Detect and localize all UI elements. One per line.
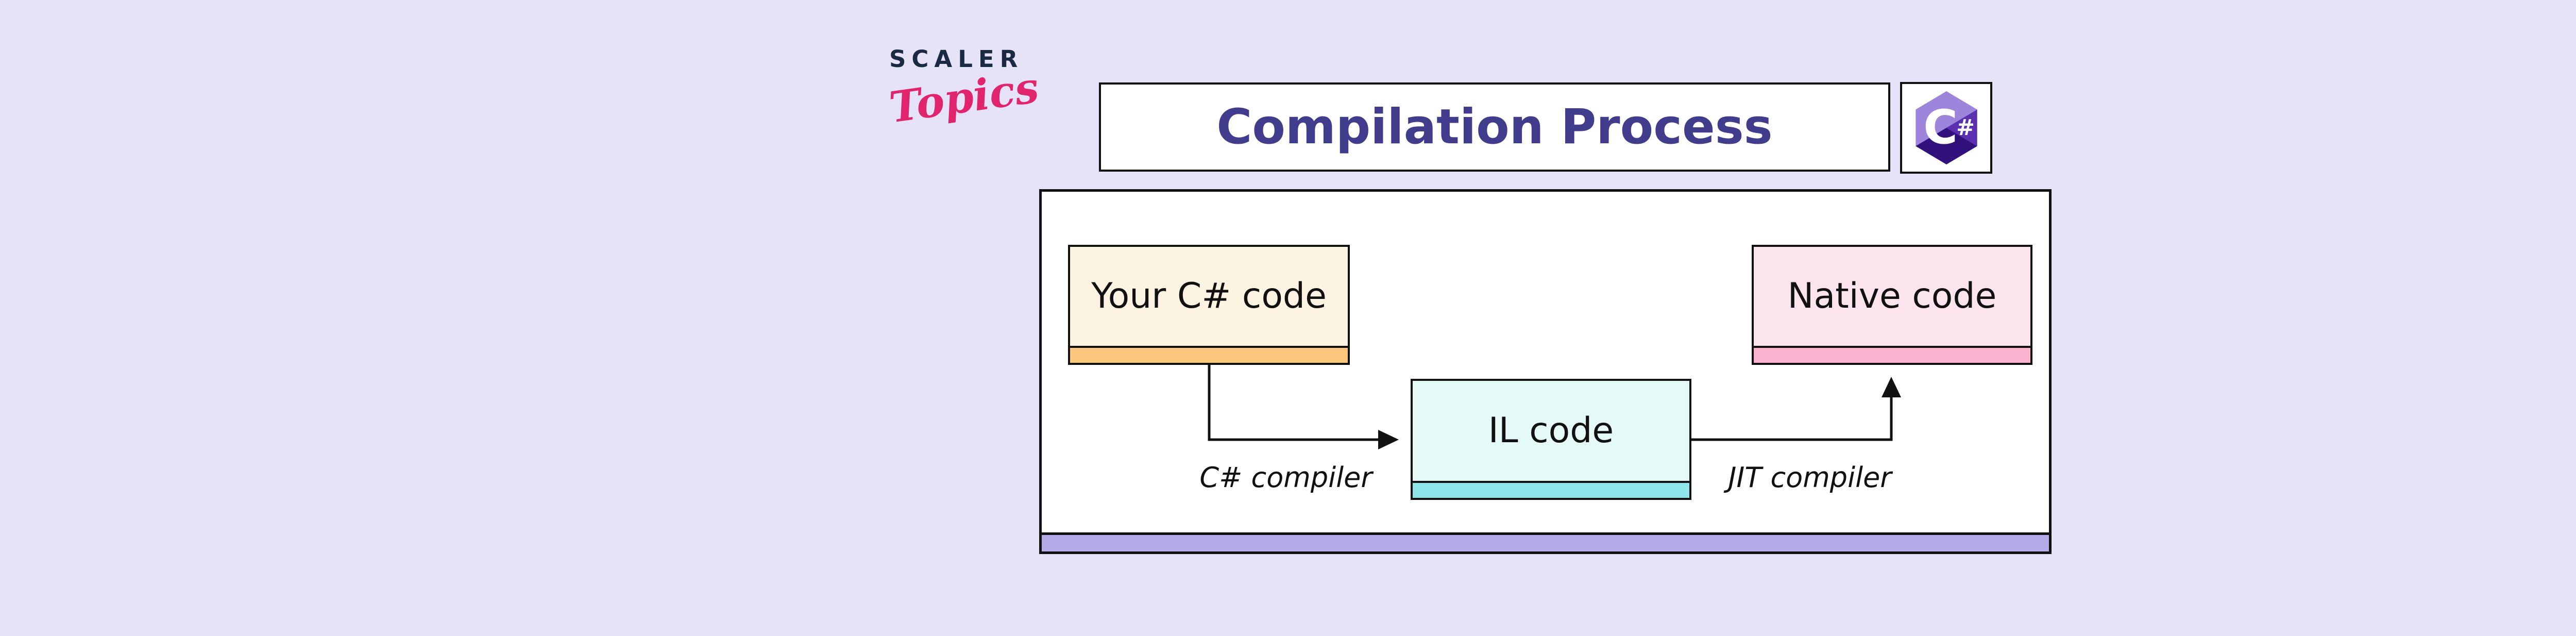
csharp-logo-badge: C # <box>1900 82 1992 174</box>
label-csharp-compiler: C# compiler <box>1199 461 1372 494</box>
topics-script-text: Topics <box>886 62 1042 133</box>
box-native-code: Native code <box>1752 245 2032 365</box>
hexagon-dark-face <box>1915 128 1977 164</box>
box-your-csharp-code: Your C# code <box>1068 245 1350 365</box>
box-label: IL code <box>1488 410 1614 451</box>
hexagon-mid-face <box>1946 109 1977 146</box>
flow-arrows <box>1208 363 1901 449</box>
arrow-il-to-native <box>1691 397 1893 441</box>
label-jit-compiler: JIT compiler <box>1728 461 1892 494</box>
stage-footer-strip <box>1042 532 2049 551</box>
box-label: Native code <box>1787 276 1997 316</box>
arrowhead-right-icon <box>1378 430 1399 449</box>
csharp-hash-glyph: # <box>1956 115 1975 141</box>
page-title: Compilation Process <box>1216 98 1773 155</box>
arrow-source-to-il <box>1208 363 1380 441</box>
title-box: Compilation Process <box>1099 82 1890 172</box>
box-label: Your C# code <box>1091 276 1327 316</box>
box-accent-strip <box>1413 481 1689 498</box>
arrowhead-up-icon <box>1882 377 1901 397</box>
csharp-letter-glyph: C <box>1923 101 1958 155</box>
scaler-brand-text: SCALER <box>889 45 1024 73</box>
csharp-hexagon-icon: C # <box>1915 91 1977 164</box>
box-il-code: IL code <box>1411 379 1691 500</box>
scaler-topics-logo: SCALER Topics <box>887 45 1042 132</box>
box-accent-strip <box>1754 346 2030 363</box>
box-accent-strip <box>1070 346 1348 363</box>
